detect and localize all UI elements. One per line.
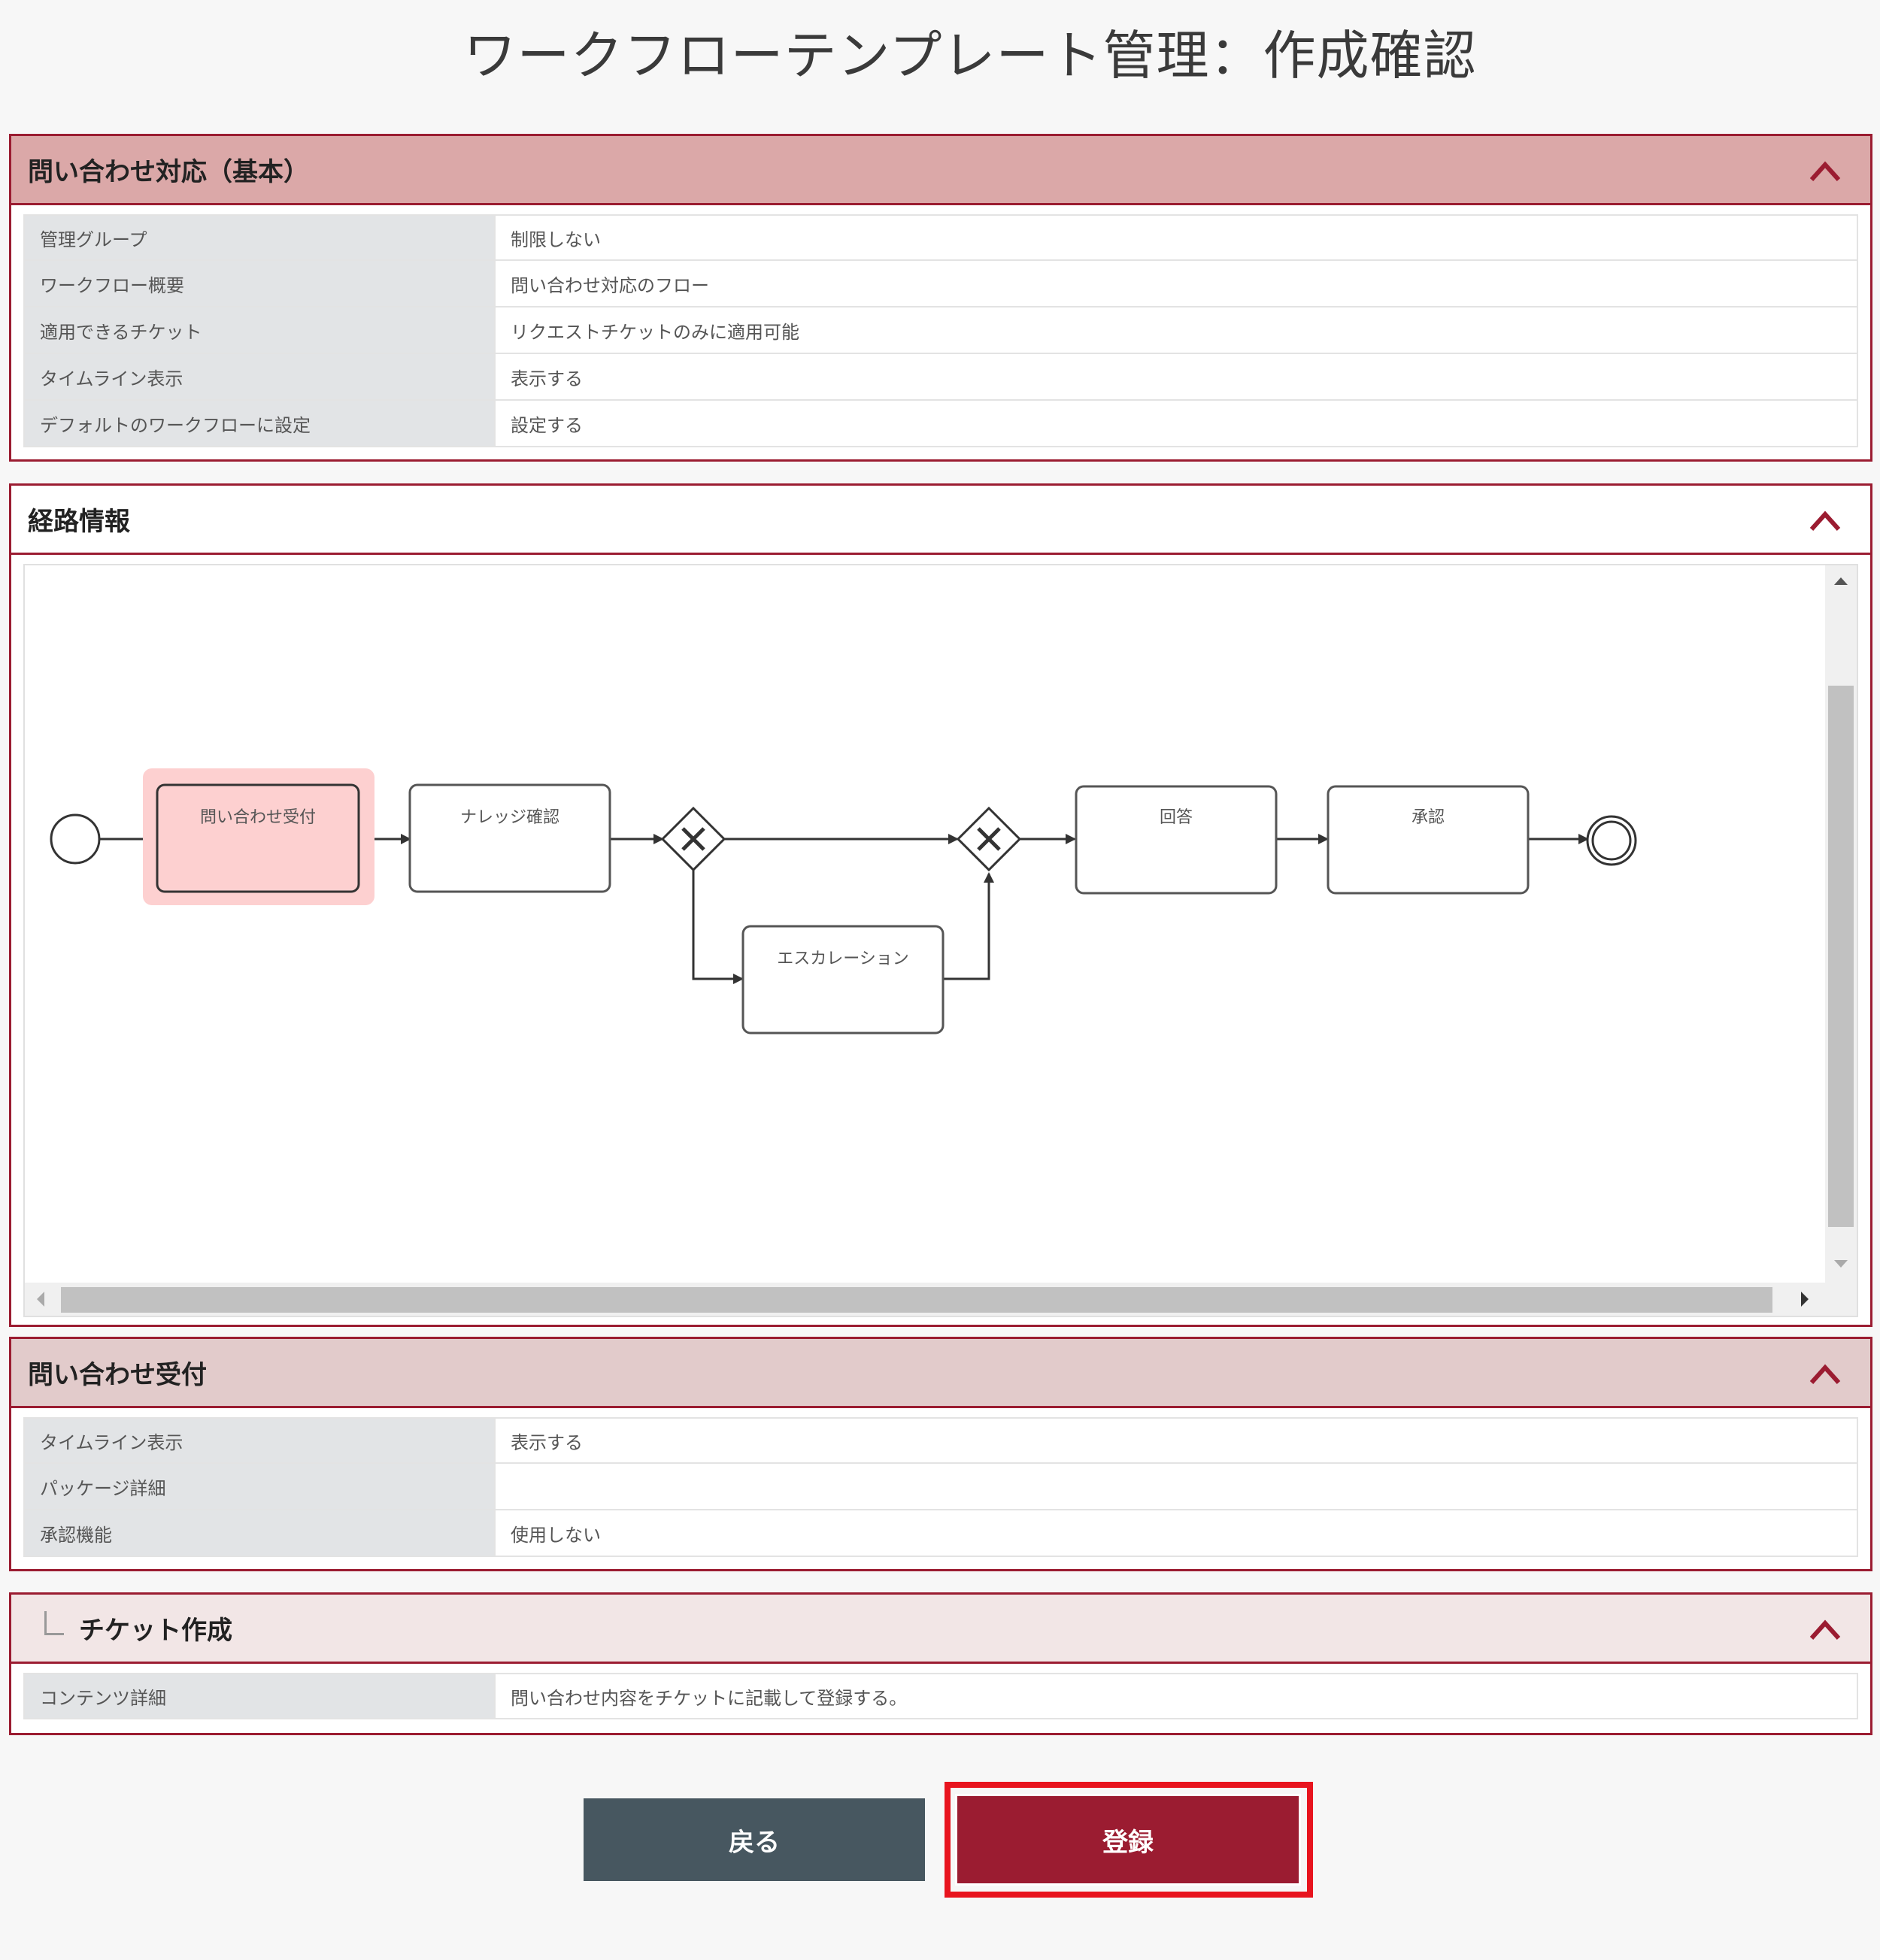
chevron-up-icon[interactable] xyxy=(1809,507,1842,534)
row-label-content-details: コンテンツ詳細 xyxy=(25,1674,496,1718)
workflow-diagram-viewport[interactable]: 問い合わせ受付 ナレッジ確認 エスカレーション 回答 承認 xyxy=(23,564,1858,1317)
row-value-timeline-display: 表示する xyxy=(496,354,1857,399)
table-row: 承認機能 使用しない xyxy=(23,1510,1858,1557)
table-row: タイムライン表示 表示する xyxy=(23,1417,1858,1464)
inquiry-receipt-panel: 問い合わせ受付 タイムライン表示 表示する パッケージ詳細 承認機能 使用しない xyxy=(9,1337,1872,1571)
task-escalation xyxy=(741,925,945,1035)
horizontal-scrollbar[interactable] xyxy=(25,1283,1857,1316)
chevron-up-icon[interactable] xyxy=(1809,1360,1842,1387)
row-value-approval-function: 使用しない xyxy=(496,1510,1857,1556)
basic-info-table: 管理グループ 制限しない ワークフロー概要 問い合わせ対応のフロー 適用できるチ… xyxy=(11,205,1870,458)
back-button[interactable]: 戻る xyxy=(584,1798,925,1881)
row-label-package-details: パッケージ詳細 xyxy=(25,1464,496,1509)
inquiry-receipt-table: タイムライン表示 表示する パッケージ詳細 承認機能 使用しない xyxy=(11,1408,1870,1568)
row-label-management-group: 管理グループ xyxy=(25,216,496,259)
row-label-default-workflow: デフォルトのワークフローに設定 xyxy=(25,401,496,446)
ticket-create-panel: チケット作成 コンテンツ詳細 問い合わせ内容をチケットに記載して登録する。 xyxy=(9,1592,1872,1735)
row-value-package-details xyxy=(496,1464,1857,1509)
task-inquiry-label: 問い合わせ受付 xyxy=(200,808,316,827)
inquiry-receipt-header[interactable]: 問い合わせ受付 xyxy=(11,1339,1870,1408)
row-label-timeline-display: タイムライン表示 xyxy=(25,1419,496,1462)
scroll-right-arrow-icon[interactable] xyxy=(1789,1283,1822,1316)
table-row: ワークフロー概要 問い合わせ対応のフロー xyxy=(23,261,1858,307)
task-approval-label: 承認 xyxy=(1412,808,1445,827)
table-row: 管理グループ 制限しない xyxy=(23,214,1858,261)
page-title: ワークフローテンプレート管理：作成確認 xyxy=(463,25,1477,86)
ticket-create-title: チケット作成 xyxy=(79,1616,232,1646)
scroll-up-arrow-icon[interactable] xyxy=(1825,565,1857,597)
ticket-create-header[interactable]: チケット作成 xyxy=(11,1595,1870,1664)
task-knowledge-label: ナレッジ確認 xyxy=(460,808,559,827)
flow-escalation-gateway2 xyxy=(942,872,994,980)
chevron-up-icon[interactable] xyxy=(1809,157,1842,184)
table-row: パッケージ詳細 xyxy=(23,1464,1858,1510)
basic-info-title: 問い合わせ対応（基本） xyxy=(28,157,309,187)
row-value-management-group: 制限しない xyxy=(496,216,1857,259)
ticket-create-table: コンテンツ詳細 問い合わせ内容をチケットに記載して登録する。 xyxy=(11,1664,1870,1730)
start-event xyxy=(50,813,101,865)
exclusive-gateway-merge xyxy=(956,806,1022,872)
chevron-up-icon[interactable] xyxy=(1809,1616,1842,1643)
route-info-panel: 経路情報 問い合わせ受付 xyxy=(9,483,1872,1327)
scroll-down-arrow-icon[interactable] xyxy=(1825,1248,1857,1280)
table-row: タイムライン表示 表示する xyxy=(23,354,1858,401)
flow-gateway1-escalation xyxy=(692,870,744,984)
task-knowledge xyxy=(408,783,611,893)
task-approval xyxy=(1327,785,1530,895)
table-row: 適用できるチケット リクエストチケットのみに適用可能 xyxy=(23,307,1858,354)
route-info-title: 経路情報 xyxy=(28,507,130,537)
tree-branch-icon xyxy=(44,1611,64,1635)
scroll-left-arrow-icon[interactable] xyxy=(25,1283,58,1316)
vertical-scrollbar[interactable] xyxy=(1825,565,1857,1286)
exclusive-gateway-split xyxy=(660,806,726,872)
task-answer-label: 回答 xyxy=(1160,808,1193,827)
basic-info-header[interactable]: 問い合わせ対応（基本） xyxy=(11,136,1870,205)
register-button[interactable]: 登録 xyxy=(955,1794,1301,1886)
task-escalation-label: エスカレーション xyxy=(777,950,909,968)
inquiry-receipt-title: 問い合わせ受付 xyxy=(28,1360,207,1390)
basic-info-panel: 問い合わせ対応（基本） 管理グループ 制限しない ワークフロー概要 問い合わせ対… xyxy=(9,134,1872,462)
row-label-applicable-ticket: 適用できるチケット xyxy=(25,307,496,353)
route-info-header[interactable]: 経路情報 xyxy=(11,486,1870,555)
end-event xyxy=(1586,815,1637,866)
register-button-highlight xyxy=(945,1782,1313,1898)
vertical-scroll-thumb[interactable] xyxy=(1828,686,1854,1227)
row-value-applicable-ticket: リクエストチケットのみに適用可能 xyxy=(496,307,1857,353)
row-value-timeline-display: 表示する xyxy=(496,1419,1857,1462)
row-value-content-details: 問い合わせ内容をチケットに記載して登録する。 xyxy=(496,1674,1857,1718)
row-value-workflow-summary: 問い合わせ対応のフロー xyxy=(496,261,1857,306)
table-row: デフォルトのワークフローに設定 設定する xyxy=(23,401,1858,447)
horizontal-scroll-thumb[interactable] xyxy=(61,1287,1772,1313)
workflow-diagram: 問い合わせ受付 ナレッジ確認 エスカレーション 回答 承認 xyxy=(50,768,1637,1035)
row-value-default-workflow: 設定する xyxy=(496,401,1857,446)
row-label-workflow-summary: ワークフロー概要 xyxy=(25,261,496,306)
task-answer xyxy=(1075,785,1278,895)
row-label-approval-function: 承認機能 xyxy=(25,1510,496,1556)
row-label-timeline-display: タイムライン表示 xyxy=(25,354,496,399)
table-row: コンテンツ詳細 問い合わせ内容をチケットに記載して登録する。 xyxy=(23,1673,1858,1719)
task-inquiry xyxy=(156,783,360,893)
